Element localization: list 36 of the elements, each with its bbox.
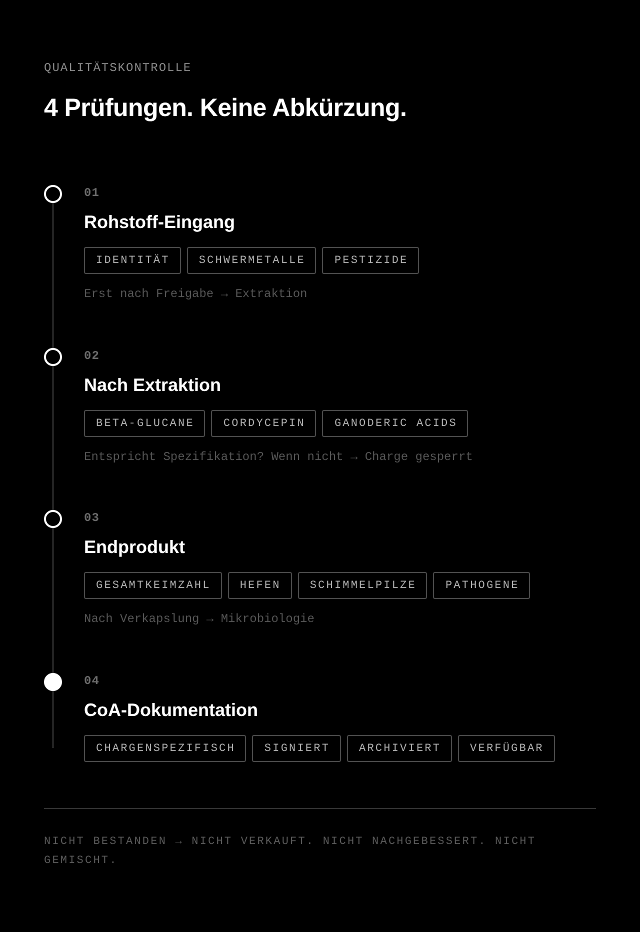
- step-note: Erst nach Freigabe → Extraktion: [84, 286, 308, 302]
- step-note: Nach Verkapslung → Mikrobiologie: [84, 611, 314, 627]
- test-tag: SCHWERMETALLE: [186, 247, 316, 274]
- test-tag: SIGNIERT: [252, 735, 342, 762]
- step-marker: [44, 510, 62, 528]
- step-note: Entspricht Spezifikation? Wenn nicht → Charge gesperrt: [84, 449, 473, 465]
- timeline-line: [52, 202, 54, 348]
- timeline-line: [52, 528, 54, 674]
- step-number: 01: [84, 186, 100, 200]
- heading: 4 Prüfungen. Keine Abkürzung.: [44, 93, 407, 124]
- timeline-line: [52, 690, 54, 748]
- step-number: 04: [84, 674, 100, 688]
- test-tag: PATHOGENE: [433, 572, 530, 599]
- step-number: 02: [84, 349, 100, 363]
- step-marker: [44, 348, 62, 366]
- step-title: CoA-Dokumentation: [84, 699, 258, 721]
- test-tag: CORDYCEPIN: [211, 410, 316, 437]
- section-kicker: QUALITÄTSKONTROLLE: [44, 60, 192, 76]
- step-number: 03: [84, 511, 100, 525]
- step-marker: [44, 185, 62, 203]
- step-title: Rohstoff-Eingang: [84, 211, 235, 233]
- test-tag: GESAMTKEIMZAHL: [84, 572, 222, 599]
- step-title: Nach Extraktion: [84, 374, 222, 396]
- footer-note: NICHT BESTANDEN → NICHT VERKAUFT. NICHT NACHGEBESSERT. NICHT GEMISCHT.: [44, 835, 538, 869]
- test-tag: PESTIZIDE: [322, 247, 420, 274]
- step-title: Endprodukt: [84, 536, 185, 558]
- test-tag: VERFÜGBAR: [458, 735, 555, 762]
- test-tag: CHARGENSPEZIFISCH: [84, 735, 246, 762]
- test-tag: HEFEN: [228, 572, 292, 599]
- test-tag: SCHIMMELPILZE: [298, 572, 428, 599]
- test-tag: GANODERIC ACIDS: [322, 410, 468, 437]
- step-marker-active: [44, 673, 62, 691]
- test-tag: ARCHIVIERT: [347, 735, 452, 762]
- timeline-line: [52, 366, 54, 510]
- test-tag: IDENTITÄT: [84, 247, 181, 274]
- test-tag: BETA-GLUCANE: [84, 410, 206, 437]
